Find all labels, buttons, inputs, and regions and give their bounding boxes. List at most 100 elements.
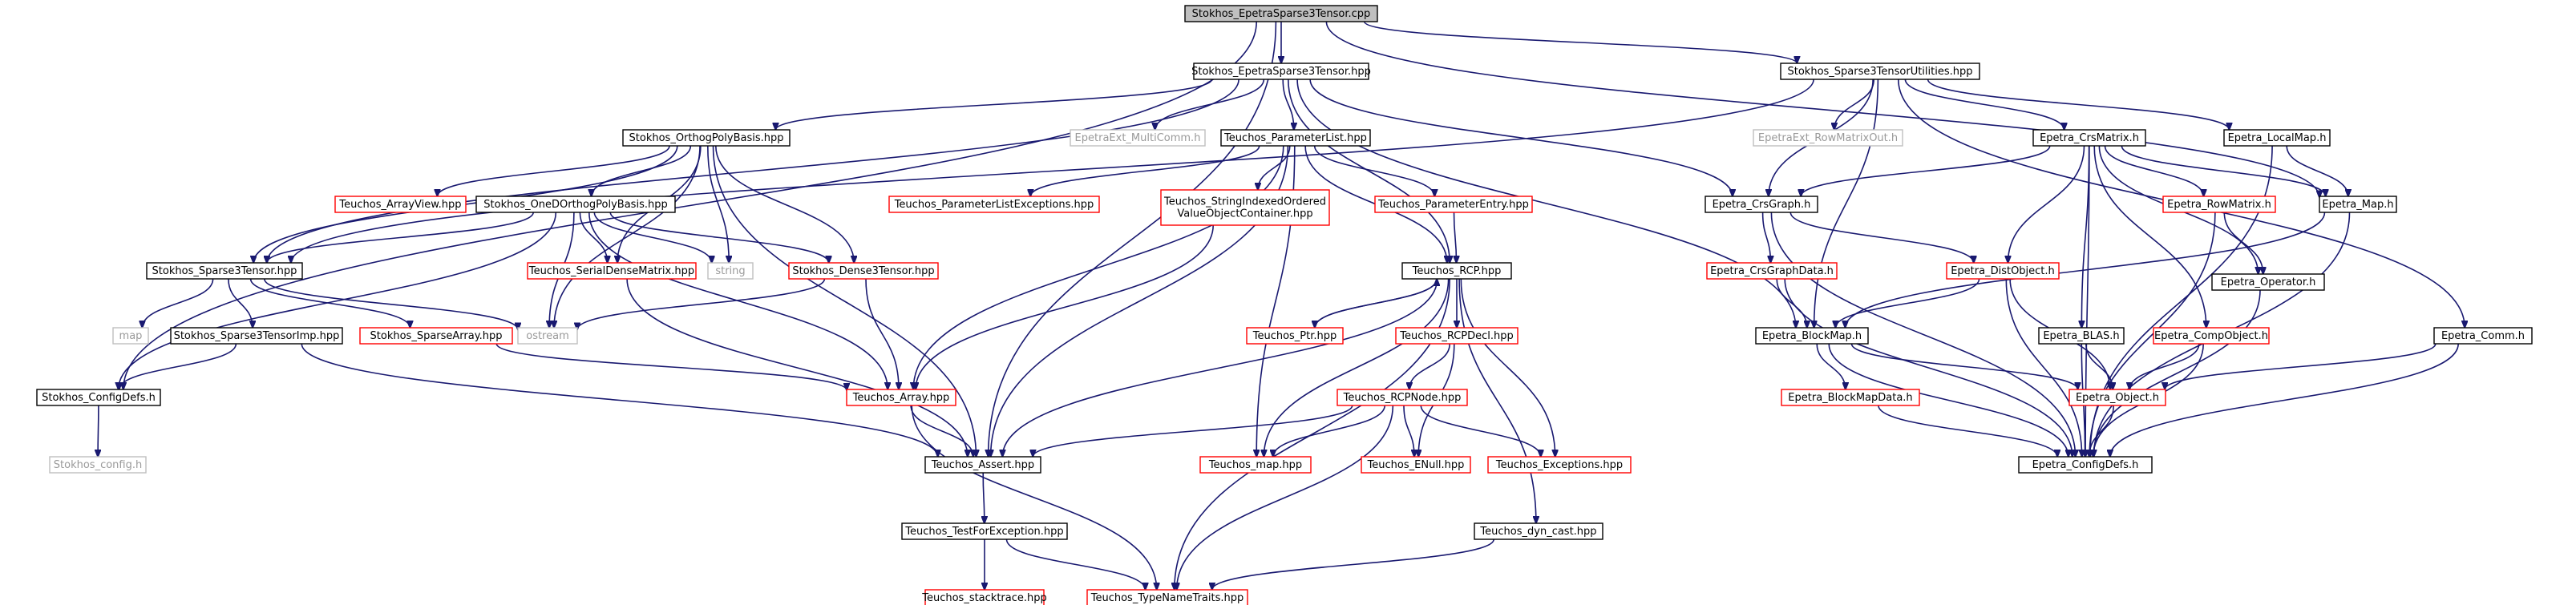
edge-epetra-crsgraph-h-to-epetra-configdefs-h (1770, 212, 2075, 457)
edge-teuchos-rcp-hpp-to-teuchos-dyn-cast-hpp (1458, 278, 1536, 523)
node-teuchos-rcpnode-hpp-label: Teuchos_RCPNode.hpp (1343, 392, 1462, 404)
node-stokhos-sparsearray-hpp[interactable]: Stokhos_SparseArray.hpp (359, 327, 513, 345)
node-epetra-crsgraphdata-h-label: Epetra_CrsGraphData.h (1710, 265, 1834, 277)
node-epetra-map-h[interactable]: Epetra_Map.h (2319, 196, 2397, 213)
edge-stokhos-epetrasparse3tensor-cpp-to-teuchos-assert-hpp (989, 21, 1277, 457)
node-map[interactable]: map (112, 327, 149, 345)
node-stokhos-sparse3tensorimp-hpp[interactable]: Stokhos_Sparse3TensorImp.hpp (170, 327, 343, 345)
edge-epetra-crsgraph-h-to-epetra-distobject-h (1789, 212, 1973, 263)
node-teuchos-enull-hpp[interactable]: Teuchos_ENull.hpp (1361, 456, 1471, 474)
node-stokhos-config-h-label: Stokhos_config.h (54, 459, 142, 471)
node-stokhos-onedorthogpolybasis-hpp[interactable]: Stokhos_OneDOrthogPolyBasis.hpp (475, 196, 676, 213)
edge-teuchos-parameterlist-hpp-to-teuchos-parameterentry-hpp (1313, 145, 1435, 196)
node-teuchos-parameterlist-hpp-box (1220, 129, 1371, 147)
node-epetra-blockmap-h-box (1755, 327, 1869, 345)
node-teuchos-rcpnode-hpp[interactable]: Teuchos_RCPNode.hpp (1337, 389, 1468, 406)
node-teuchos-rcp-hpp[interactable]: Teuchos_RCP.hpp (1401, 262, 1512, 280)
node-stokhos-dense3tensor-hpp[interactable]: Stokhos_Dense3Tensor.hpp (788, 262, 939, 280)
node-epetra-rowmatrix-h-label: Epetra_RowMatrix.h (2167, 199, 2271, 211)
node-epetra-crsmatrix-h[interactable]: Epetra_CrsMatrix.h (2032, 129, 2146, 147)
node-stokhos-sparse3tensor-hpp[interactable]: Stokhos_Sparse3Tensor.hpp (146, 262, 303, 280)
node-teuchos-map-hpp[interactable]: Teuchos_map.hpp (1199, 456, 1312, 474)
node-epetra-distobject-h-box (1946, 262, 2060, 280)
node-stokhos-sparse3tensorutilities-hpp-box (1780, 63, 1980, 80)
edge-stokhos-epetrasparse3tensor-hpp-to-teuchos-rcp-hpp (1288, 79, 1450, 263)
node-epetra-localmap-h-box (2223, 129, 2331, 147)
node-epetra-compobject-h-box (2153, 327, 2270, 345)
edge-stokhos-orthogpolybasis-hpp-to-stokhos-onedorthogpolybasis-hpp (592, 145, 692, 196)
edge-epetra-crsmatrix-h-to-epetra-rowmatrix-h (2104, 145, 2204, 196)
node-epetra-comm-h-box (2433, 327, 2533, 345)
node-stokhos-configdefs-h-label: Stokhos_ConfigDefs.h (42, 392, 156, 404)
node-teuchos-testforexception-hpp[interactable]: Teuchos_TestForException.hpp (901, 522, 1068, 540)
edge-teuchos-rcp-hpp-to-teuchos-typenametraits-hpp (1175, 278, 1450, 590)
node-epetraext-rowmatrixout-h-label: EpetraExt_RowMatrixOut.h (1758, 132, 1898, 144)
node-teuchos-parameterlist-hpp[interactable]: Teuchos_ParameterList.hpp (1220, 129, 1371, 147)
edge-epetra-crsmatrix-h-to-epetra-map-h (2121, 145, 2325, 196)
node-epetra-localmap-h[interactable]: Epetra_LocalMap.h (2223, 129, 2331, 147)
edge-stokhos-epetrasparse3tensor-cpp-to-stokhos-configdefs-h (123, 21, 1257, 389)
edge-epetra-blas-h-to-epetra-object-h (2085, 343, 2113, 389)
node-epetra-blas-h[interactable]: Epetra_BLAS.h (2038, 327, 2125, 345)
node-teuchos-ptr-hpp-box (1246, 327, 1344, 345)
node-epetra-operator-h[interactable]: Epetra_Operator.h (2211, 273, 2325, 291)
edge-teuchos-rcpnode-hpp-to-teuchos-map-hpp (1273, 405, 1385, 457)
node-ostream[interactable]: ostream (517, 327, 578, 345)
node-teuchos-assert-hpp[interactable]: Teuchos_Assert.hpp (924, 456, 1041, 474)
edge-epetra-object-h-to-epetra-configdefs-h (2089, 405, 2114, 457)
node-epetra-rowmatrix-h[interactable]: Epetra_RowMatrix.h (2162, 196, 2276, 213)
node-teuchos-typenametraits-hpp[interactable]: Teuchos_TypeNameTraits.hpp (1086, 589, 1248, 605)
node-epetraext-rowmatrixout-h[interactable]: EpetraExt_RowMatrixOut.h (1753, 129, 1903, 147)
node-epetra-object-h-label: Epetra_Object.h (2076, 392, 2159, 404)
node-epetra-operator-h-box (2211, 273, 2325, 291)
edge-teuchos-rcpnode-hpp-to-teuchos-exceptions-hpp (1420, 405, 1540, 457)
edge-stokhos-sparse3tensor-hpp-to-stokhos-sparse3tensorimp-hpp (228, 278, 253, 328)
node-teuchos-parameterlistexceptions-hpp[interactable]: Teuchos_ParameterListExceptions.hpp (888, 196, 1100, 213)
node-stokhos-config-h[interactable]: Stokhos_config.h (49, 456, 147, 474)
edge-stokhos-sparse3tensorimp-hpp-to-teuchos-assert-hpp (301, 343, 937, 457)
node-epetra-blockmap-h[interactable]: Epetra_BlockMap.h (1755, 327, 1869, 345)
node-teuchos-dyn-cast-hpp[interactable]: Teuchos_dyn_cast.hpp (1474, 522, 1603, 540)
node-epetra-distobject-h-label: Epetra_DistObject.h (1951, 265, 2055, 277)
node-epetra-blockmapdata-h-box (1781, 389, 1920, 406)
edge-teuchos-parameterentry-hpp-to-teuchos-rcp-hpp (1454, 212, 1457, 263)
node-epetra-blockmapdata-h[interactable]: Epetra_BlockMapData.h (1781, 389, 1920, 406)
node-stokhos-epetrasparse3tensor-hpp[interactable]: Stokhos_EpetraSparse3Tensor.hpp (1191, 63, 1371, 80)
node-epetra-distobject-h[interactable]: Epetra_DistObject.h (1946, 262, 2060, 280)
node-epetra-object-h[interactable]: Epetra_Object.h (2068, 389, 2166, 406)
node-epetra-crsgraph-h[interactable]: Epetra_CrsGraph.h (1705, 196, 1818, 213)
node-teuchos-stringindexedordered-hpp[interactable]: Teuchos_StringIndexedOrderedValueObjectC… (1160, 189, 1330, 226)
node-epetra-comm-h[interactable]: Epetra_Comm.h (2433, 327, 2533, 345)
node-teuchos-rcpdecl-hpp[interactable]: Teuchos_RCPDecl.hpp (1395, 327, 1519, 345)
node-epetra-comm-h-label: Epetra_Comm.h (2441, 330, 2525, 342)
edge-epetra-distobject-h-to-epetra-blockmap-h (1835, 278, 1980, 328)
node-teuchos-serialdensematrix-hpp[interactable]: Teuchos_SerialDenseMatrix.hpp (527, 262, 697, 280)
node-epetra-configdefs-h[interactable]: Epetra_ConfigDefs.h (2018, 456, 2153, 474)
node-teuchos-array-hpp[interactable]: Teuchos_Array.hpp (846, 389, 956, 406)
node-teuchos-arrayview-hpp[interactable]: Teuchos_ArrayView.hpp (334, 196, 467, 213)
node-epetra-object-h-box (2068, 389, 2166, 406)
node-teuchos-exceptions-hpp[interactable]: Teuchos_Exceptions.hpp (1487, 456, 1632, 474)
node-epetra-compobject-h[interactable]: Epetra_CompObject.h (2153, 327, 2270, 345)
node-teuchos-parameterentry-hpp[interactable]: Teuchos_ParameterEntry.hpp (1374, 196, 1533, 213)
node-ostream-label: ostream (526, 330, 569, 342)
node-string[interactable]: string (707, 262, 754, 280)
edge-stokhos-onedorthogpolybasis-hpp-to-string (593, 212, 711, 263)
node-stokhos-configdefs-h[interactable]: Stokhos_ConfigDefs.h (36, 389, 161, 406)
edge-stokhos-onedorthogpolybasis-hpp-to-teuchos-serialdensematrix-hpp (579, 212, 607, 263)
node-teuchos-stacktrace-hpp[interactable]: Teuchos_stacktrace.hpp (921, 589, 1047, 605)
node-map-box (112, 327, 149, 345)
node-epetra-crsgraphdata-h[interactable]: Epetra_CrsGraphData.h (1706, 262, 1838, 280)
node-teuchos-assert-hpp-label: Teuchos_Assert.hpp (931, 459, 1034, 471)
node-stokhos-epetrasparse3tensor-cpp[interactable]: Stokhos_EpetraSparse3Tensor.cpp (1184, 5, 1378, 22)
node-teuchos-serialdensematrix-hpp-box (527, 262, 697, 280)
node-epetraext-multicomm-h-label: EpetraExt_MultiComm.h (1075, 132, 1201, 144)
node-epetraext-multicomm-h[interactable]: EpetraExt_MultiComm.h (1070, 129, 1206, 147)
node-stokhos-orthogpolybasis-hpp[interactable]: Stokhos_OrthogPolyBasis.hpp (622, 129, 791, 147)
edge-epetra-crsmatrix-h-to-epetra-distobject-h (2008, 145, 2085, 263)
node-teuchos-ptr-hpp[interactable]: Teuchos_Ptr.hpp (1246, 327, 1344, 345)
node-stokhos-sparse3tensorutilities-hpp[interactable]: Stokhos_Sparse3TensorUtilities.hpp (1780, 63, 1980, 80)
node-stokhos-epetrasparse3tensor-hpp-box (1193, 63, 1369, 80)
node-teuchos-dyn-cast-hpp-label: Teuchos_dyn_cast.hpp (1479, 526, 1596, 538)
node-stokhos-sparsearray-hpp-label: Stokhos_SparseArray.hpp (370, 330, 503, 342)
